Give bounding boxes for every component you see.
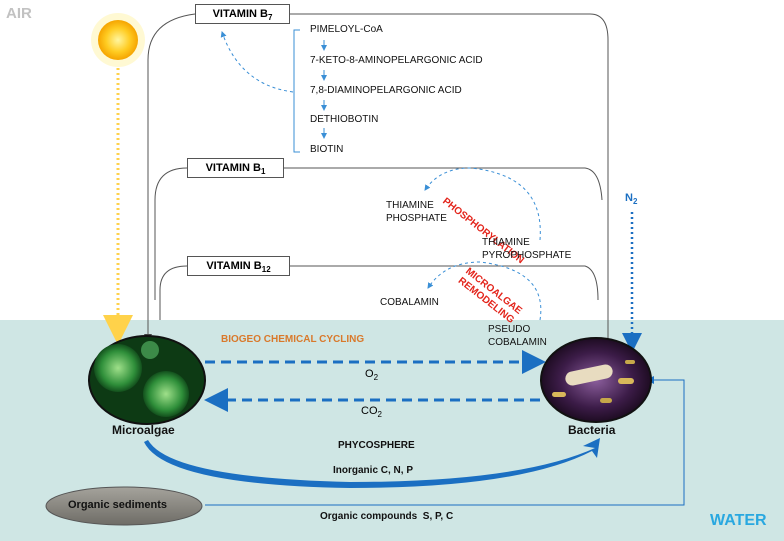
co2-sub: 2 — [377, 410, 382, 420]
phycosphere-label: PHYCOSPHERE — [338, 440, 415, 451]
water-label: WATER — [710, 512, 767, 529]
sediment-rock-image — [45, 486, 203, 526]
thiamine-phosphate-line2: PHOSPHATE — [386, 213, 447, 224]
nitrogen-label: N2 — [625, 192, 637, 206]
thiamine-phosphate-label: THIAMINE PHOSPHATE — [386, 199, 447, 225]
biotin-pathway-lines — [220, 29, 327, 153]
air-label: AIR — [6, 5, 32, 22]
bacteria-label: Bacteria — [568, 423, 616, 437]
remodeling-arrow — [427, 261, 542, 321]
o2-sub: 2 — [373, 373, 379, 383]
thiamine-phosphate-line1: THIAMINE — [386, 200, 434, 211]
vitamin-b12-box: VITAMIN B12 — [187, 256, 290, 276]
cobalamin-label: COBALAMIN — [380, 297, 439, 308]
sun-icon — [91, 13, 145, 67]
vitamin-b1-box: VITAMIN B1 — [187, 158, 284, 178]
vitamin-b12-sub: 12 — [261, 265, 271, 275]
inorganic-label: Inorganic C, N, P — [333, 465, 414, 476]
phycosphere-arrow — [144, 438, 600, 488]
thiamine-pyrophosphate-line2: PYROPHOSPHATE — [482, 250, 572, 261]
phosphorylation-arrow — [424, 167, 541, 241]
vitamin-b1-sub: 1 — [260, 167, 266, 177]
pathway-step: BIOTIN — [310, 144, 344, 155]
organic-compounds-label: Organic compounds S, P, C — [320, 511, 454, 522]
nitrogen-base: N — [625, 192, 633, 204]
o2-label: O2 — [365, 368, 378, 382]
pseudo-cobalamin-line2: COBALAMIN — [488, 337, 547, 348]
nitrogen-sub: 2 — [632, 197, 638, 207]
thiamine-pyrophosphate-line1: THIAMINE — [482, 237, 530, 248]
thiamine-pyrophosphate-label: THIAMINE PYROPHOSPHATE — [482, 236, 571, 262]
vitamin-b7-sub: 7 — [267, 13, 273, 23]
microalgae-cells-image — [88, 335, 206, 425]
vitamin-connectors — [144, 13, 609, 350]
vitamin-b1-label: VITAMIN B — [205, 162, 261, 174]
pathway-step: 7,8-DIAMINOPELARGONIC ACID — [310, 85, 462, 96]
vitamin-b12-label: VITAMIN B — [206, 260, 262, 272]
organic-compounds-line — [205, 376, 685, 506]
bacteria-image — [540, 337, 652, 423]
pseudo-cobalamin-label: PSEUDO COBALAMIN — [488, 323, 547, 349]
biogeochemical-cycling-label: BIOGEO CHEMICAL CYCLING — [221, 334, 365, 345]
vitamin-b7-label: VITAMIN B — [212, 8, 268, 20]
co2-label: CO2 — [361, 405, 382, 419]
pseudo-cobalamin-line1: PSEUDO — [488, 324, 531, 335]
microalgae-label: Microalgae — [112, 423, 175, 437]
pathway-step: PIMELOYL-CoA — [310, 24, 383, 35]
organic-sediments-label: Organic sediments — [68, 499, 168, 511]
o2-base: O — [365, 368, 374, 380]
pathway-step: DETHIOBOTIN — [310, 114, 379, 125]
vitamin-b7-box: VITAMIN B7 — [195, 4, 290, 24]
co2-base: CO — [361, 405, 378, 417]
pathway-step: 7-KETO-8-AMINOPELARGONIC ACID — [310, 55, 483, 66]
